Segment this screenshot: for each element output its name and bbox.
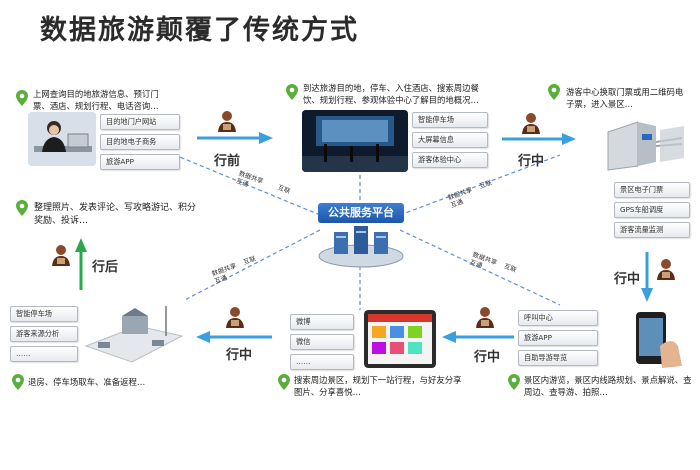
up-arrow-icon	[75, 238, 87, 290]
arrive-services: 智能停车场 大屏幕信息 游客体验中心	[412, 112, 488, 168]
service-item: ……	[10, 346, 78, 362]
service-item: 旅游APP	[518, 330, 598, 346]
location-pin-icon	[548, 84, 560, 100]
gate-services: 景区电子门票 GPS车船调度 游客流量监测	[614, 182, 690, 238]
in-scenic-services: 呼叫中心 旅游APP 自助导游导览	[518, 310, 598, 366]
location-pin-icon	[16, 200, 28, 216]
stage-during-label: 行中	[518, 154, 545, 169]
service-item: 自助导游导览	[518, 350, 598, 366]
stage-during-label: 行中	[474, 350, 501, 365]
office-woman-image	[28, 112, 96, 166]
traveler-icon	[218, 111, 236, 132]
left-arrow-icon	[196, 331, 272, 343]
pre-trip-services: 目的地门户网站 目的地电子商务 旅游APP	[100, 114, 180, 170]
leave-services: 智能停车场 游客来源分析 ……	[10, 306, 78, 362]
service-item: 微信	[290, 334, 354, 350]
service-item: GPS车船调度	[614, 202, 690, 218]
location-pin-icon	[508, 374, 520, 390]
right-arrow-icon	[197, 132, 273, 144]
location-pin-icon	[278, 374, 290, 390]
stage-during-label: 行中	[614, 272, 641, 287]
stage-after-label: 行后	[92, 260, 119, 275]
service-item: 微博	[290, 314, 354, 330]
traveler-icon	[657, 259, 675, 280]
down-arrow-icon	[641, 252, 653, 302]
smartphone-image	[626, 306, 688, 372]
stage-before-label: 行前	[214, 154, 241, 169]
traveler-icon	[52, 245, 70, 266]
visitor-center-image	[302, 110, 408, 172]
location-pin-icon	[286, 84, 298, 100]
location-pin-icon	[16, 90, 28, 106]
gate-description: 游客中心换取门票或用二维码电子票，进入景区…	[566, 87, 684, 109]
right-arrow-icon	[502, 133, 576, 145]
service-item: 游客来源分析	[10, 326, 78, 342]
service-item: ……	[290, 354, 354, 370]
server-cluster-icon	[318, 226, 404, 268]
share-description: 搜索周边景区，规划下一站行程，与好友分享图片、分享喜悦…	[294, 375, 462, 397]
tablet-app-image	[364, 310, 436, 368]
parking-lot-image	[82, 296, 186, 368]
traveler-icon	[226, 307, 244, 328]
service-item: 智能停车场	[10, 306, 78, 322]
pre-trip-description: 上网查询目的地旅游信息、预订门票、酒店、规划行程、电话咨询…	[33, 89, 159, 111]
service-item: 呼叫中心	[518, 310, 598, 326]
in-scenic-description: 景区内游览，景区内线路规划、景点解说、查周边、查导游、拍照…	[524, 375, 692, 397]
page-title: 数据旅游颠覆了传统方式	[40, 15, 359, 46]
leave-description: 退房、停车场取车、准备返程…	[28, 377, 146, 387]
service-item: 目的地门户网站	[100, 114, 180, 130]
service-item: 景区电子门票	[614, 182, 690, 198]
traveler-icon	[522, 113, 540, 134]
service-item: 游客流量监测	[614, 222, 690, 238]
service-item: 大屏幕信息	[412, 132, 488, 148]
ticket-gate-image	[598, 112, 688, 172]
traveler-icon	[476, 307, 494, 328]
stage-during-label: 行中	[226, 348, 253, 363]
left-arrow-icon	[442, 331, 514, 343]
post-trip-description: 整理照片、发表评论、写攻略游记、积分奖励、投诉…	[34, 203, 197, 226]
arrive-description: 到达旅游目的地，停车、入住酒店、搜索周边餐饮、规划行程、参观体验中心了解目的地概…	[303, 83, 479, 105]
service-item: 目的地电子商务	[100, 134, 180, 150]
public-service-platform-label: 公共服务平台	[318, 203, 404, 223]
location-pin-icon	[12, 374, 24, 390]
service-item: 旅游APP	[100, 154, 180, 170]
share-services: 微博 微信 ……	[290, 314, 354, 370]
service-item: 游客体验中心	[412, 152, 488, 168]
service-item: 智能停车场	[412, 112, 488, 128]
